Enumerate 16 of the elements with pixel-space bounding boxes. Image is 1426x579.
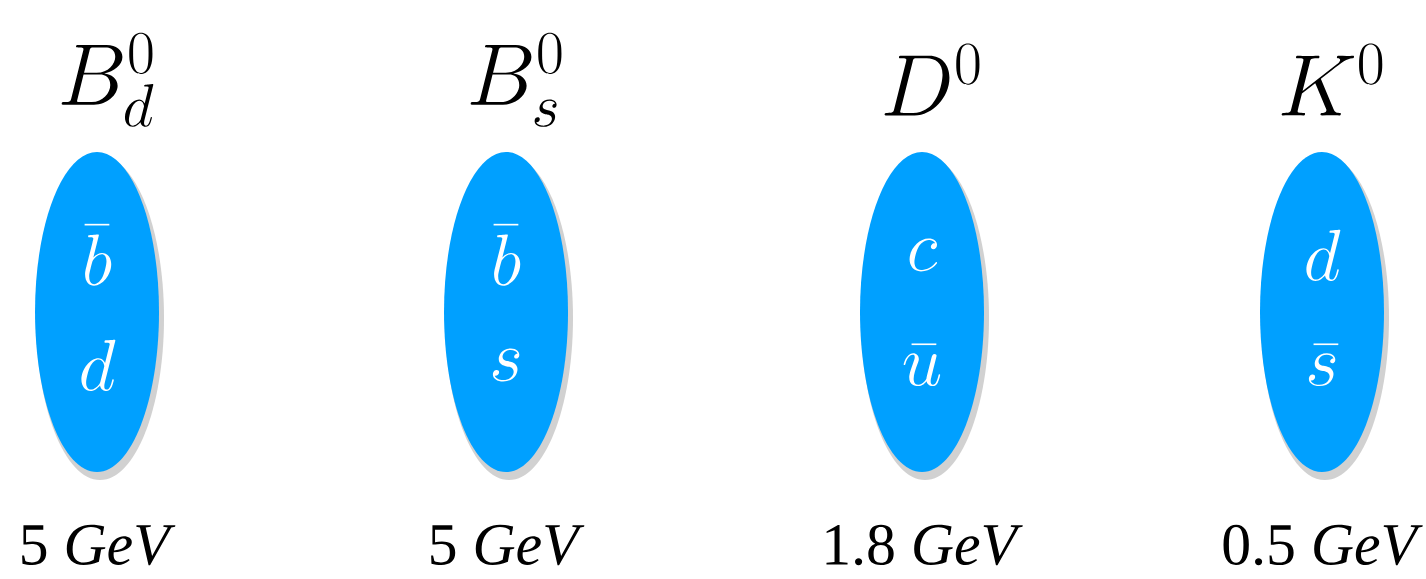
mass-label: 0.5 GeV <box>1223 524 1423 566</box>
quark-label: $\bar{b}$ <box>493 223 521 286</box>
mass-label: 5 GeV <box>431 524 585 566</box>
mass-label: 5 GeV <box>22 524 176 566</box>
particle-symbol: $B^0_d$ <box>61 32 154 127</box>
particle-symbol: $K^0$ <box>1281 43 1383 116</box>
quark-label: $d$ <box>1306 229 1341 282</box>
particle-symbol: $B^0_s$ <box>470 32 562 127</box>
quark-label: $\bar{b}$ <box>84 223 112 286</box>
quark-label: $c$ <box>909 238 938 272</box>
mass-label: 1.8 GeV <box>826 524 1023 566</box>
quark-label: $\bar{u}$ <box>903 343 941 387</box>
particle-symbol: $D^0$ <box>884 43 980 116</box>
quark-label: $d$ <box>81 339 116 392</box>
quark-label: $s$ <box>492 348 520 382</box>
quark-label: $\bar{s}$ <box>1308 343 1339 387</box>
